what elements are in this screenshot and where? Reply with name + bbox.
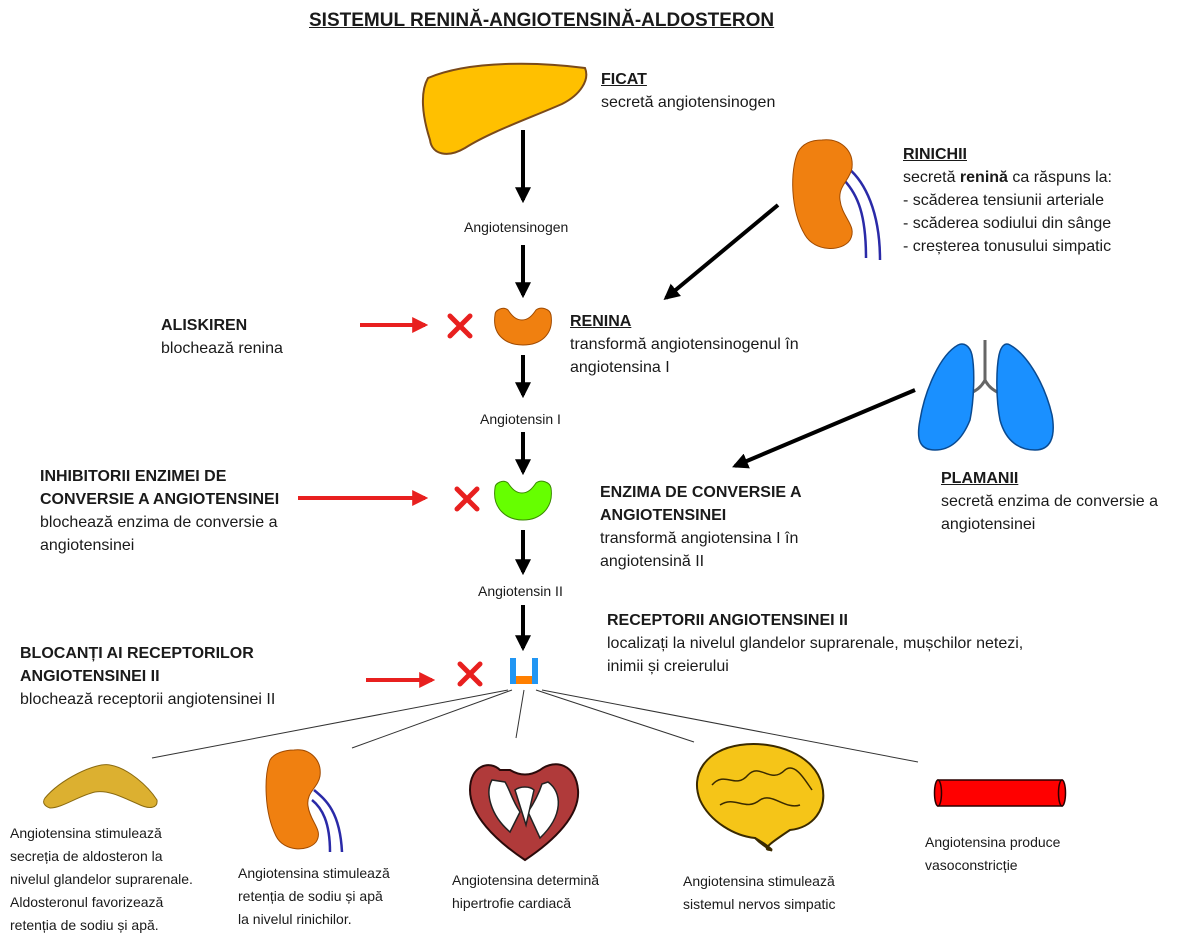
ace-name: ENZIMA DE CONVERSIE A <box>600 484 802 501</box>
kidney-name: RINICHII <box>903 146 967 163</box>
effect-line: sistemul nervos simpatic <box>683 896 836 912</box>
effect-line: Angiotensina produce <box>925 834 1061 850</box>
effect-adrenal-caption: Angiotensina stimulează secreția de aldo… <box>10 822 193 937</box>
effect-heart-caption: Angiotensina determină hipertrofie cardi… <box>452 869 599 915</box>
receptors-name: RECEPTORII ANGIOTENSINEI II <box>607 612 848 629</box>
kidney-desc-pre: secretă <box>903 169 960 186</box>
angiotensin2-label: Angiotensin II <box>478 583 563 599</box>
ace-inhibitors-label: INHIBITORII ENZIMEI DE CONVERSIE A ANGIO… <box>40 465 279 557</box>
effect-line: Angiotensina stimulează <box>683 873 835 889</box>
kidney-label: RINICHII secretă renină ca răspuns la: -… <box>903 143 1112 258</box>
renin-label: RENINA transformă angiotensinogenul în a… <box>570 310 799 379</box>
ace-inhibitors-name: CONVERSIE A ANGIOTENSINEI <box>40 491 280 508</box>
brain-icon <box>695 743 825 852</box>
ace-name: ANGIOTENSINEI <box>600 507 727 524</box>
receptors-label: RECEPTORII ANGIOTENSINEI II localizați l… <box>607 609 1023 678</box>
angiotensinogen-label: Angiotensinogen <box>464 219 569 235</box>
block-x-icon <box>447 313 473 339</box>
kidney-icon <box>792 139 882 261</box>
ace-desc: angiotensină II <box>600 553 705 570</box>
receptors-desc: localizați la nivelul glandelor supraren… <box>607 635 1024 652</box>
effect-line: Angiotensina stimulează <box>10 825 162 841</box>
inhibitor-arb-marker <box>366 661 483 688</box>
liver-name: FICAT <box>601 71 647 88</box>
renin-desc: transformă angiotensinogenul în <box>570 336 799 353</box>
lungs-name: PLAMANII <box>941 470 1019 487</box>
aliskiren-desc: blochează renina <box>161 340 283 357</box>
liver-label: FICAT secretă angiotensinogen <box>601 68 775 114</box>
arb-desc: blochează receptorii angiotensinei II <box>20 691 276 708</box>
arb-name: ANGIOTENSINEI II <box>20 668 160 685</box>
block-x-icon <box>457 661 483 687</box>
ace-label: ENZIMA DE CONVERSIE A ANGIOTENSINEI tran… <box>600 481 802 573</box>
ace-inhibitors-desc: blochează enzima de conversie a <box>40 514 278 531</box>
effect-line: nivelul glandelor suprarenale. <box>10 871 193 887</box>
ace-inhibitors-name: INHIBITORII ENZIMEI DE <box>40 468 227 485</box>
kidney-item: - scăderea sodiului din sânge <box>903 215 1112 232</box>
lungs-label: PLAMANII secretă enzima de conversie a a… <box>941 467 1158 536</box>
kidney-desc-bold: renină <box>959 169 1008 186</box>
ace-desc: transformă angiotensina I în <box>600 530 799 547</box>
arb-name: BLOCANȚI AI RECEPTORILOR <box>20 645 254 662</box>
arb-label: BLOCANȚI AI RECEPTORILOR ANGIOTENSINEI I… <box>20 642 275 711</box>
receptor-icon <box>510 658 538 684</box>
adrenal-gland-icon <box>43 764 158 809</box>
kidney-item: - creșterea tonusului simpatic <box>903 238 1112 255</box>
effect-line: Angiotensina stimulează <box>238 865 390 881</box>
effect-line: la nivelul rinichilor. <box>238 911 352 927</box>
lungs-desc: angiotensinei <box>941 516 1036 533</box>
receptors-desc: inimii și creierului <box>607 658 729 675</box>
kidney-desc-post: ca răspuns la: <box>1007 169 1112 186</box>
renin-enzyme-icon <box>494 307 552 346</box>
block-x-icon <box>454 486 480 512</box>
heart-icon <box>468 763 580 862</box>
effect-line: Angiotensina determină <box>452 872 600 888</box>
effect-line: hipertrofie cardiacă <box>452 895 572 911</box>
effect-line: retenția de sodiu și apă <box>238 888 383 904</box>
angiotensin1-label: Angiotensin I <box>480 411 561 427</box>
renin-name: RENINA <box>570 313 632 330</box>
page-title: SISTEMUL RENINĂ-ANGIOTENSINĂ-ALDOSTERON <box>309 10 775 31</box>
effect-vessel-caption: Angiotensina produce vasoconstricție <box>925 831 1060 877</box>
inhibitor-aliskiren-marker <box>360 313 473 339</box>
effect-line: retenția de sodiu și apă. <box>10 917 159 933</box>
lungs-desc: secretă enzima de conversie a <box>941 493 1158 510</box>
effect-line: Aldosteronul favorizează <box>10 894 164 910</box>
liver-icon <box>421 62 588 155</box>
effect-kidney-caption: Angiotensina stimulează retenția de sodi… <box>238 862 390 931</box>
ace-inhibitors-desc: angiotensinei <box>40 537 135 554</box>
effect-brain-caption: Angiotensina stimulează sistemul nervos … <box>683 870 836 916</box>
lungs-icon <box>917 340 1054 451</box>
kidney-item: - scăderea tensiunii arteriale <box>903 192 1104 209</box>
renin-desc: angiotensina I <box>570 359 670 376</box>
effect-line: secreția de aldosteron la <box>10 848 163 864</box>
kidney-desc: secretă renină ca răspuns la: <box>903 166 1112 189</box>
arrow-lungs-to-ace <box>732 388 916 469</box>
ace-enzyme-icon <box>494 480 552 521</box>
liver-desc: secretă angiotensinogen <box>601 94 776 111</box>
aliskiren-name: ALISKIREN <box>161 317 248 334</box>
kidney-icon-effects <box>265 749 344 853</box>
effect-line: vasoconstricție <box>925 857 1018 873</box>
arrow-kidney-to-renin <box>663 203 780 301</box>
inhibitor-ace-marker <box>298 486 480 512</box>
effect-connector-lines <box>151 689 919 763</box>
blood-vessel-icon <box>933 779 1067 807</box>
aliskiren-label: ALISKIREN blochează renina <box>161 314 283 360</box>
